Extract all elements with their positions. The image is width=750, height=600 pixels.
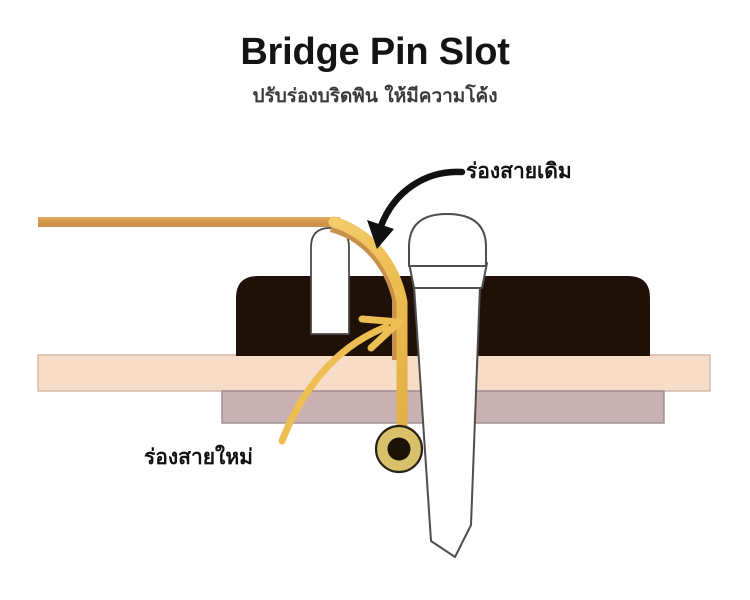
pointer-arrow-new-slot bbox=[278, 315, 403, 445]
page-subtitle: ปรับร่องบริดพิน ให้มีความโค้ง bbox=[252, 84, 498, 107]
string-ball-end bbox=[374, 424, 424, 474]
pointer-arrow-old-slot bbox=[367, 168, 466, 249]
old-slot-cutout bbox=[310, 227, 350, 335]
soundboard-layer bbox=[37, 354, 711, 392]
new-slot-string-curve bbox=[328, 216, 408, 458]
bridge-pin bbox=[408, 213, 488, 558]
label-new-slot: ร่องสายใหม่ bbox=[144, 445, 253, 469]
label-original-slot: ร่องสายเดิม bbox=[466, 159, 572, 183]
string-straight-top bbox=[38, 217, 340, 227]
header: Bridge Pin Slot ปรับร่องบริดพิน ให้มีควา… bbox=[0, 0, 750, 111]
page-title: Bridge Pin Slot bbox=[240, 31, 510, 73]
